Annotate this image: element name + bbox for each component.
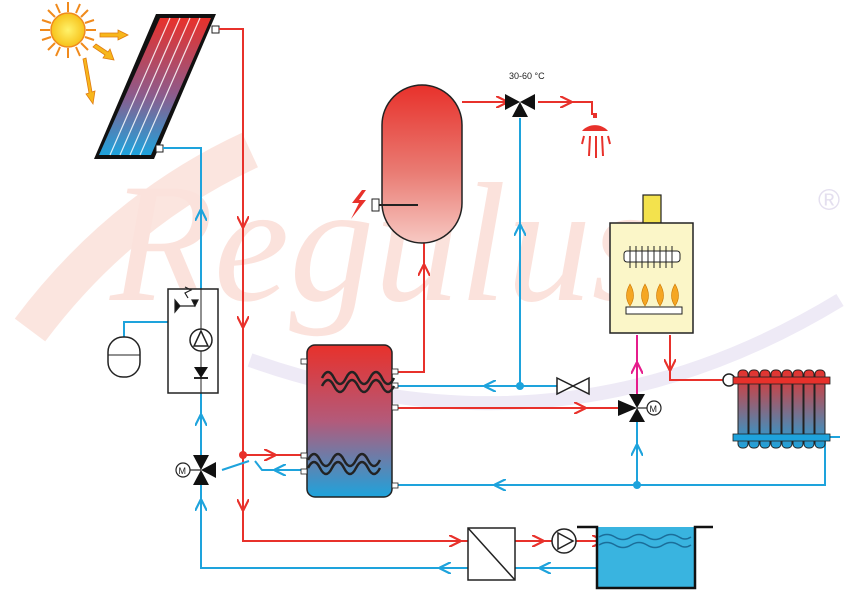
shutoff-valve — [556, 376, 590, 396]
solar-collector — [94, 14, 220, 159]
three-way-motor-valve-boiler: M — [618, 394, 662, 422]
pipe-junctions — [239, 382, 641, 489]
shower-head-icon — [581, 113, 611, 158]
heat-exchanger — [467, 527, 516, 581]
motor-label: M — [179, 466, 187, 476]
solar-storage-tank — [300, 344, 399, 498]
hot-pipes — [219, 28, 723, 541]
circulation-pump-icon — [551, 528, 577, 554]
motor-label: M — [650, 404, 658, 414]
thermostatic-mixing-valve: 30-60 °C — [505, 71, 545, 117]
flame-icon — [626, 283, 679, 307]
pump-group — [167, 286, 219, 394]
heat-exchanger-coil-top — [320, 370, 396, 394]
sun-icon — [40, 2, 129, 106]
gas-boiler — [609, 194, 694, 334]
lightning-icon — [351, 190, 366, 219]
three-way-motor-valve-solar: M — [175, 455, 216, 485]
electric-heating-element — [351, 190, 418, 219]
safety-valve-icon — [174, 286, 199, 314]
registered-mark: ® — [818, 184, 840, 217]
check-valve-icon — [194, 367, 208, 379]
swimming-pool — [577, 525, 713, 590]
radiator — [722, 369, 831, 449]
cold-pipes — [123, 118, 840, 568]
expansion-vessel — [107, 336, 141, 378]
mix-valve-temp-label: 30-60 °C — [509, 71, 545, 81]
water-heater — [351, 84, 463, 244]
heat-exchanger-coil-bottom — [306, 452, 382, 476]
